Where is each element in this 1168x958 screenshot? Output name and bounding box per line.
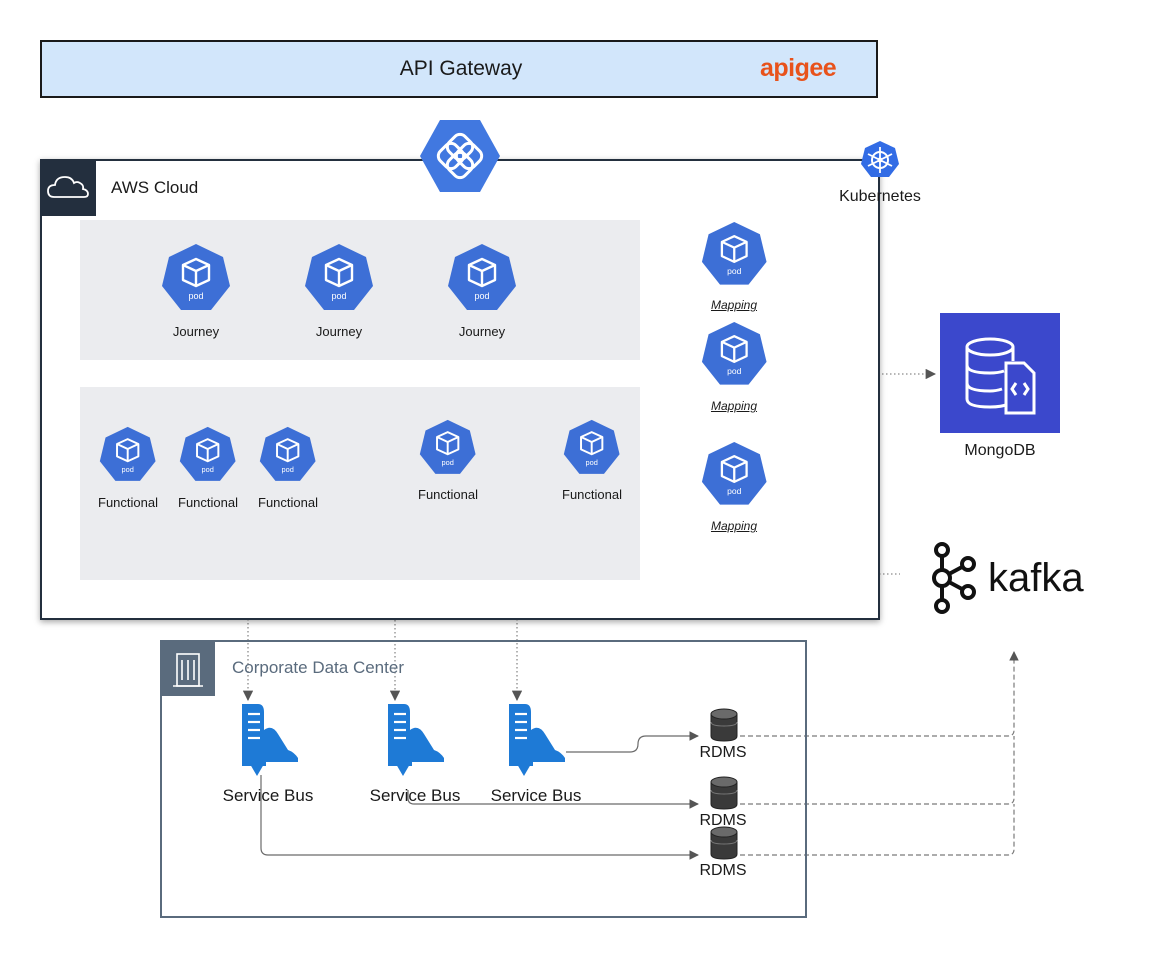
svg-text:pod: pod (188, 291, 203, 301)
rdms-label: RDMS (699, 812, 747, 829)
kubernetes-icon (861, 141, 899, 177)
svg-text:pod: pod (727, 266, 742, 276)
journey-pod-icon: pod (162, 244, 230, 310)
functional-pod-label: Functional (178, 495, 238, 510)
service-bus-icon (242, 704, 298, 776)
functional-pod-label: Functional (418, 487, 478, 502)
mapping-pod-icon: pod (701, 441, 767, 505)
functional-pod-icon: pod (420, 420, 476, 475)
datacenter-title: Corporate Data Center (232, 658, 404, 677)
aws-cloud-title: AWS Cloud (111, 178, 199, 197)
building-icon (173, 653, 203, 687)
connector (740, 804, 1015, 856)
rdms-label: RDMS (699, 862, 747, 879)
svg-text:pod: pod (282, 465, 294, 474)
service-bus-label: Service Bus (369, 786, 461, 805)
mapping-pod-label: Mapping (710, 298, 758, 312)
apigee-logo: apigee (760, 54, 837, 82)
connector (740, 736, 1015, 805)
database-icon (710, 826, 738, 860)
connector (407, 790, 699, 809)
service-bus-icon (509, 704, 565, 776)
kafka-icon (932, 542, 976, 614)
service-bus-label: Service Bus (222, 786, 314, 805)
datacenter-header-tile (160, 640, 215, 696)
journey-pod-label: Journey (315, 324, 363, 339)
mapping-pod-icon: pod (701, 221, 767, 285)
functional-pod-label: Functional (258, 495, 318, 510)
connector (260, 775, 699, 860)
journey-pod-label: Journey (458, 324, 506, 339)
service-bus-icon (388, 704, 444, 776)
mapping-pod-icon: pod (701, 321, 767, 385)
functional-pod-icon: pod (100, 427, 156, 482)
svg-text:pod: pod (202, 465, 214, 474)
svg-text:pod: pod (727, 486, 742, 496)
svg-text:pod: pod (474, 291, 489, 301)
svg-text:pod: pod (442, 458, 454, 467)
api-gateway-title: API Gateway (399, 57, 523, 80)
functional-pod-label: Functional (98, 495, 158, 510)
aws-header-tile (40, 159, 96, 216)
database-icon (710, 776, 738, 810)
functional-pod-label: Functional (562, 487, 622, 502)
mapping-pod-label: Mapping (710, 399, 758, 413)
kubernetes-label: Kubernetes (839, 188, 921, 205)
svg-text:pod: pod (586, 458, 598, 467)
functional-panel (80, 387, 640, 580)
functional-pod-icon: pod (564, 420, 620, 475)
datacenter-panel (160, 640, 807, 918)
api-gateway-box: API Gateway apigee (40, 40, 878, 98)
svg-text:pod: pod (331, 291, 346, 301)
kafka-wordmark: kafka (988, 556, 1084, 600)
cloud-icon (47, 176, 89, 198)
mongodb-tile (940, 313, 1060, 433)
database-icon (710, 708, 738, 742)
connector (740, 651, 1019, 737)
database-document-icon (965, 337, 1036, 415)
functional-pod-icon: pod (180, 427, 236, 482)
mongodb-label: MongoDB (964, 442, 1036, 459)
mapping-pod-label: Mapping (710, 519, 758, 533)
journey-pod-label: Journey (172, 324, 220, 339)
rdms-label: RDMS (699, 744, 747, 761)
journey-pod-icon: pod (305, 244, 373, 310)
svg-text:pod: pod (122, 465, 134, 474)
journey-pod-icon: pod (448, 244, 516, 310)
functional-pod-icon: pod (260, 427, 316, 482)
connector (566, 731, 699, 753)
svg-text:pod: pod (727, 366, 742, 376)
service-bus-label: Service Bus (490, 786, 582, 805)
service-mesh-icon (420, 120, 500, 192)
